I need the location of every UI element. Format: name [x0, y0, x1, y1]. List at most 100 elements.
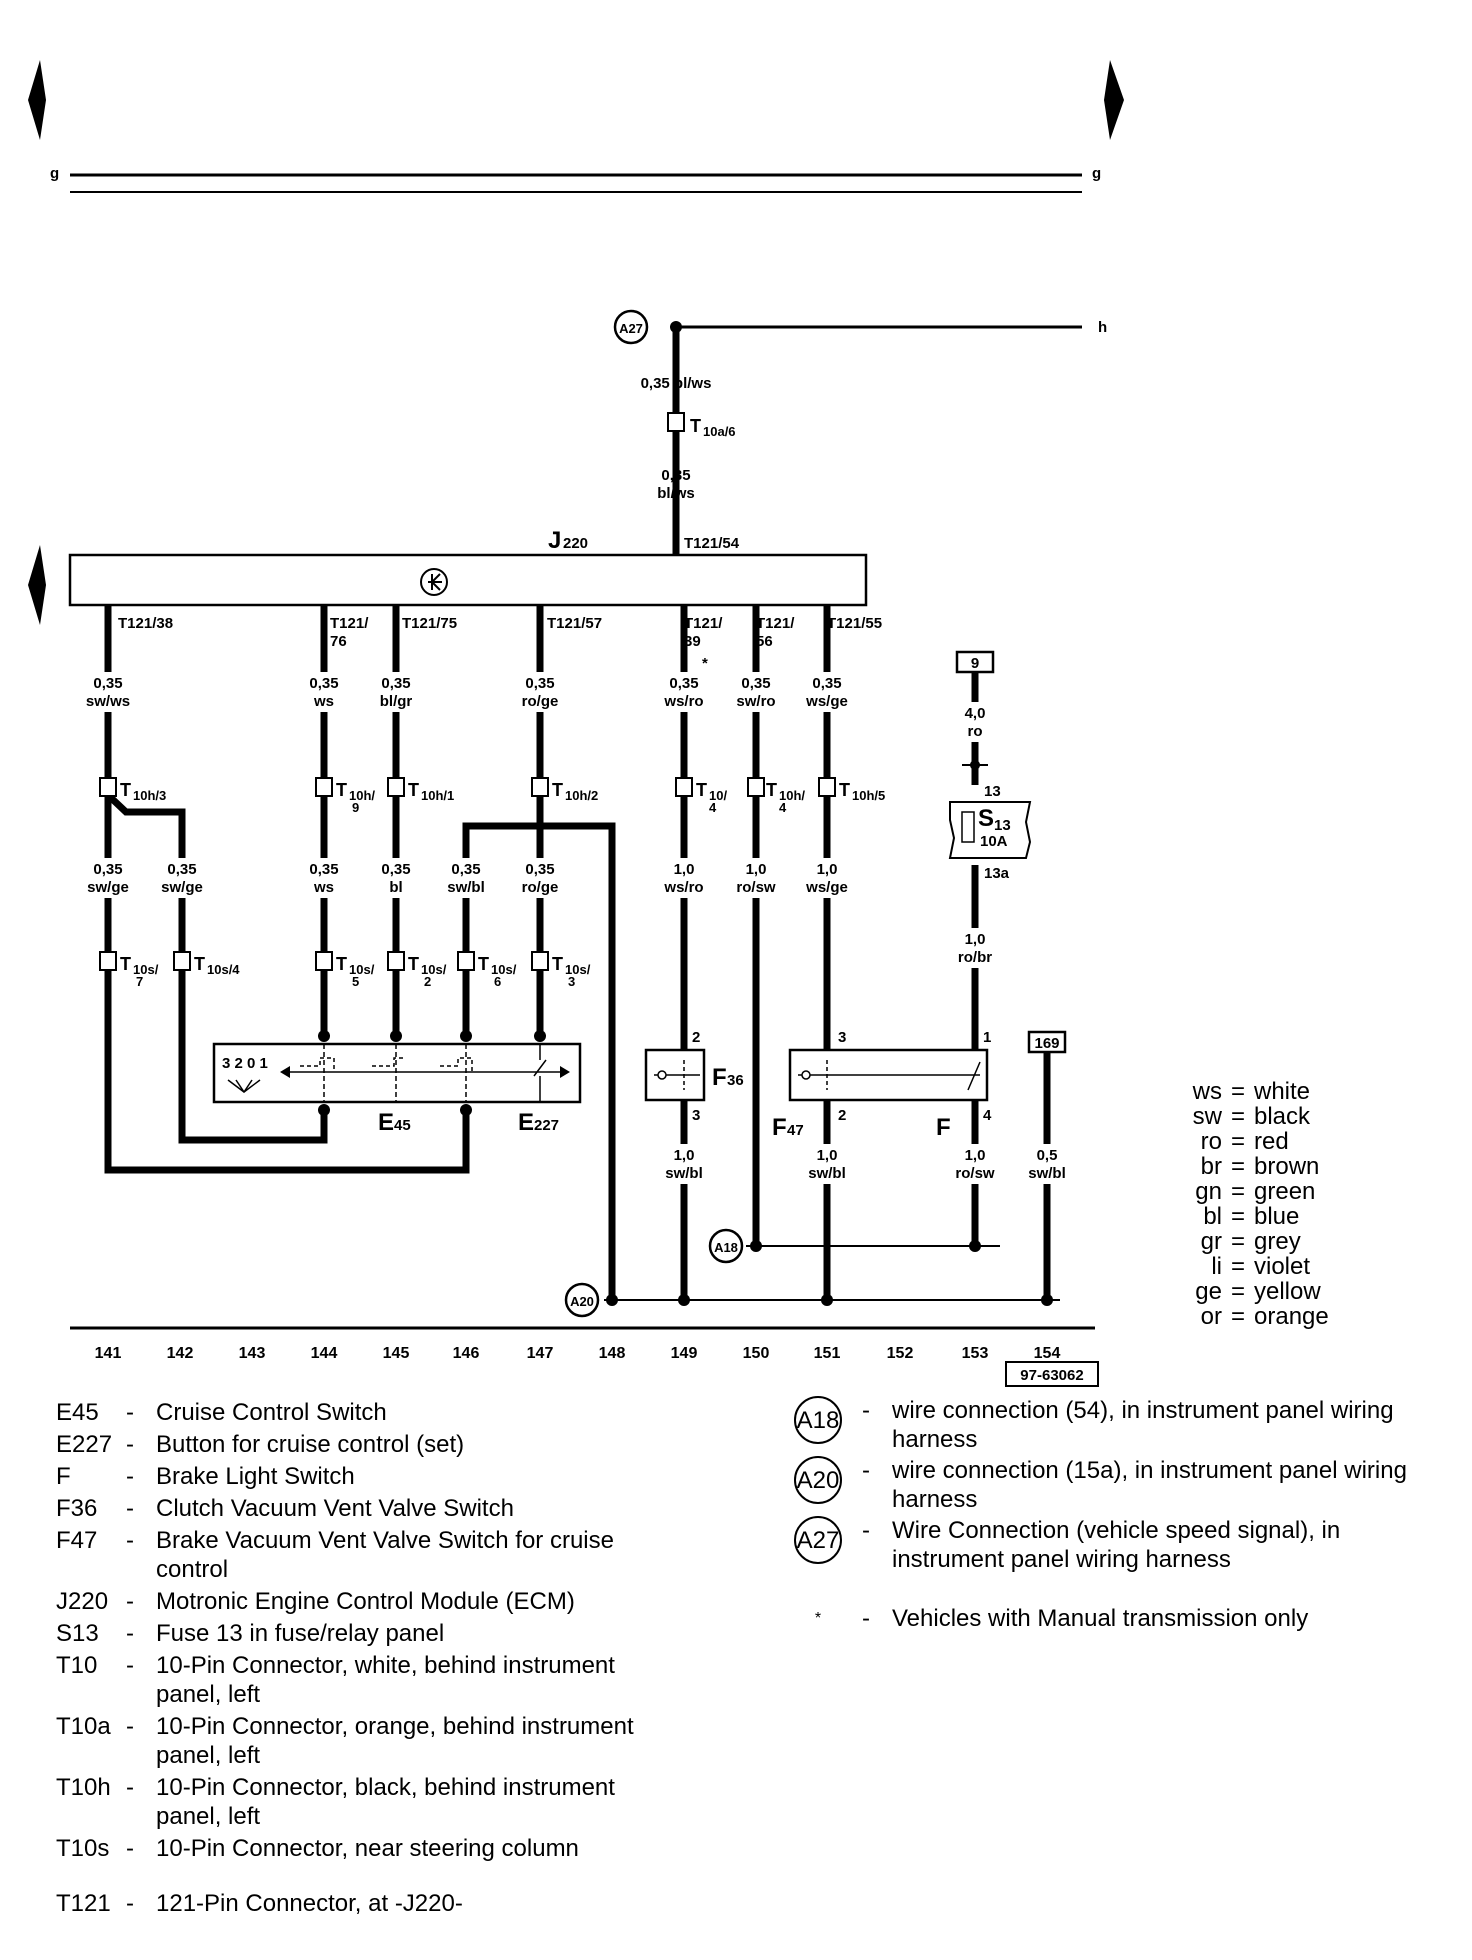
svg-text:1,0: 1,0 [965, 1147, 986, 1164]
svg-text:T: T [194, 954, 205, 974]
component-description: Brake Vacuum Vent Valve Switch for cruis… [156, 1527, 614, 1583]
connection-badge: A18 [794, 1396, 842, 1444]
component-description: 10-Pin Connector, black, behind instrume… [156, 1774, 615, 1830]
component-item: T10h-10-Pin Connector, black, behind ins… [56, 1773, 666, 1831]
upper-wire-labels: 0,35 sw/ws 0,35 ws 0,35 bl/gr 0,35 ro/ge… [86, 672, 848, 712]
svg-text:10h/2: 10h/2 [565, 788, 598, 803]
connector-label: T [690, 416, 701, 436]
legend-equals: = [1230, 1228, 1245, 1255]
a18-connection-badge [708, 1228, 744, 1264]
pin-label: 2 [838, 1107, 846, 1124]
legend-code: br [1200, 1153, 1222, 1180]
svg-text:10h/: 10h/ [779, 788, 805, 803]
svg-text:0,35: 0,35 [812, 675, 841, 692]
pin-label: T121/55 [827, 615, 882, 632]
svg-text:1,0: 1,0 [674, 1147, 695, 1164]
connection-badge: A20 [794, 1456, 842, 1504]
svg-text:T: T [478, 954, 489, 974]
svg-text:7: 7 [136, 974, 143, 989]
h-marker: h [1098, 319, 1107, 336]
note-dash: - [862, 1605, 870, 1632]
component-description: Fuse 13 in fuse/relay panel [156, 1620, 445, 1647]
legend-code: gn [1195, 1178, 1222, 1205]
svg-text:sw/ro: sw/ro [736, 693, 775, 710]
diagram-ref: 97-63062 [1020, 1367, 1083, 1384]
pin-label: T121/ [756, 615, 795, 632]
wire-label: 0,35 bl/ws [641, 375, 712, 392]
cruise-switch-box [212, 1042, 582, 1104]
svg-text:10h/1: 10h/1 [421, 788, 454, 803]
f47-label: F [772, 1114, 787, 1141]
svg-text:10s/: 10s/ [349, 962, 375, 977]
next-page-arrow[interactable] [1104, 60, 1124, 140]
e227-label: E [518, 1109, 534, 1136]
page-marker-left: g [50, 165, 59, 182]
legend-equals: = [1230, 1203, 1245, 1230]
svg-text:5: 5 [352, 974, 359, 989]
svg-text:1,0: 1,0 [817, 1147, 838, 1164]
wire-label: ro [968, 723, 983, 740]
e45-label: E [378, 1109, 394, 1136]
legend-color-name: brown [1254, 1153, 1320, 1180]
svg-text:0,35: 0,35 [93, 675, 122, 692]
ecm-box [68, 553, 868, 607]
svg-text:0,35: 0,35 [525, 675, 554, 692]
svg-text:0,35: 0,35 [167, 861, 196, 878]
connector-sub-label: 10a/6 [703, 424, 736, 439]
wire-label: bl/ws [657, 485, 695, 502]
grid-number: 153 [962, 1345, 989, 1362]
fuse-sub-label: 13 [994, 817, 1011, 834]
legend-code: ws [1192, 1078, 1222, 1105]
connection-note: A27-Wire Connection (vehicle speed signa… [794, 1516, 1412, 1574]
svg-text:1,0: 1,0 [817, 861, 838, 878]
component-dash: - [126, 1620, 134, 1647]
svg-text:ws/ro: ws/ro [663, 693, 703, 710]
note-description: wire connection (54), in instrument pane… [892, 1397, 1394, 1453]
svg-text:6: 6 [494, 974, 501, 989]
svg-text:10h/5: 10h/5 [852, 788, 885, 803]
pin-label: 3 [838, 1029, 846, 1046]
pin-label: 13a [984, 865, 1010, 882]
component-description: 121-Pin Connector, at -J220- [156, 1890, 463, 1917]
svg-text:1,0: 1,0 [674, 861, 695, 878]
component-code: T10h [56, 1774, 111, 1801]
svg-text:4: 4 [779, 800, 787, 815]
svg-text:0,35: 0,35 [309, 675, 338, 692]
previous-page-arrow[interactable] [28, 60, 46, 140]
legend-color-name: red [1254, 1128, 1289, 1155]
connection-note: A20-wire connection (15a), in instrument… [794, 1456, 1412, 1514]
legend-color-name: green [1254, 1178, 1316, 1205]
svg-text:9: 9 [352, 800, 359, 815]
legend-code: ge [1195, 1278, 1222, 1305]
svg-text:sw/bl: sw/bl [665, 1165, 703, 1182]
svg-text:T: T [552, 780, 563, 800]
component-code: T121 [56, 1890, 111, 1917]
legend-color-name: yellow [1254, 1278, 1321, 1305]
previous-ecm-arrow[interactable] [28, 545, 46, 625]
component-description: Brake Light Switch [156, 1463, 355, 1490]
svg-text:0,35: 0,35 [381, 675, 410, 692]
connection-note: *-Vehicles with Manual transmission only [794, 1604, 1412, 1633]
legend-color-name: black [1254, 1103, 1311, 1130]
svg-text:4: 4 [709, 800, 717, 815]
legend-row: gn=green [1184, 1180, 1329, 1205]
svg-text:T: T [839, 780, 850, 800]
svg-text:1,0: 1,0 [746, 861, 767, 878]
legend-code: gr [1200, 1228, 1222, 1255]
e227-sub-label: 227 [534, 1117, 559, 1134]
component-code: F36 [56, 1495, 98, 1522]
grid-number: 142 [167, 1345, 194, 1362]
page-marker-right: g [1092, 165, 1101, 182]
component-dash: - [126, 1713, 134, 1740]
pin-label: 4 [983, 1107, 992, 1124]
lower-wire-labels: 1,0 sw/bl 1,0 sw/bl 1,0 ro/sw 0,5 sw/bl [662, 1144, 1069, 1184]
svg-text:10s/: 10s/ [491, 962, 517, 977]
component-dash: - [126, 1774, 134, 1801]
grid-number: 148 [599, 1345, 626, 1362]
pin-label: 76 [330, 633, 347, 650]
svg-text:T: T [336, 780, 347, 800]
grid-number: 150 [743, 1345, 770, 1362]
svg-text:ro/ge: ro/ge [522, 693, 559, 710]
component-code: S13 [56, 1620, 99, 1647]
